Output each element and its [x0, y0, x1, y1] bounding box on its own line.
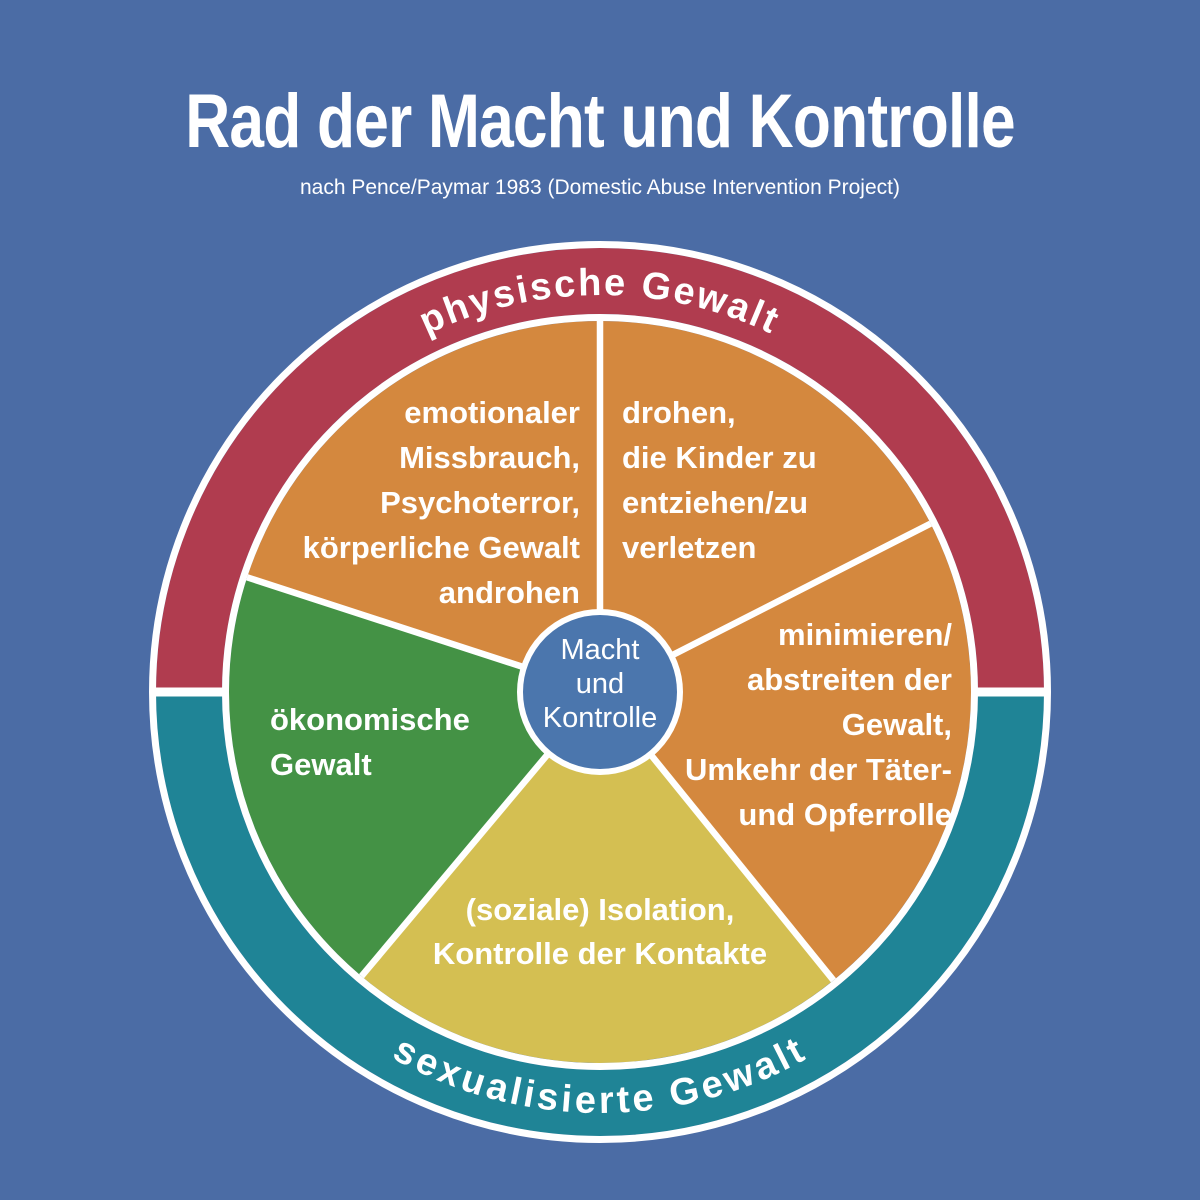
segment-wedge-threaten-children: [600, 321, 931, 692]
segment-label-economic-violence: ökonomische Gewalt: [270, 702, 470, 782]
segment-wedge-social-isolation: [361, 692, 834, 1064]
segment-label-threaten-children: drohen, die Kinder zu entziehen/zu verle…: [622, 395, 817, 565]
segment-wedge-economic-violence: [228, 577, 600, 977]
outer-ring-bottom-sexualized: [156, 692, 1044, 1136]
segment-wedge-minimize-deny: [600, 523, 972, 981]
outer-ring-top-physical: [156, 248, 1044, 692]
hub-label: Macht und Kontrolle: [542, 634, 658, 734]
segment-label-social-isolation: (soziale) Isolation, Kontrolle der Konta…: [432, 892, 768, 971]
page-title: Rad der Macht und Kontrolle: [185, 79, 1015, 164]
segment-label-minimize-deny: minimieren/ abstreiten der Gewalt, Umkeh…: [684, 617, 952, 832]
segment-wedge-emotional-abuse: [247, 321, 600, 692]
segment-label-emotional-abuse: emotionaler Missbrauch, Psychoterror, kö…: [302, 395, 580, 610]
page-subtitle: nach Pence/Paymar 1983 (Domestic Abuse I…: [300, 176, 900, 199]
hub-circle: [517, 609, 683, 775]
